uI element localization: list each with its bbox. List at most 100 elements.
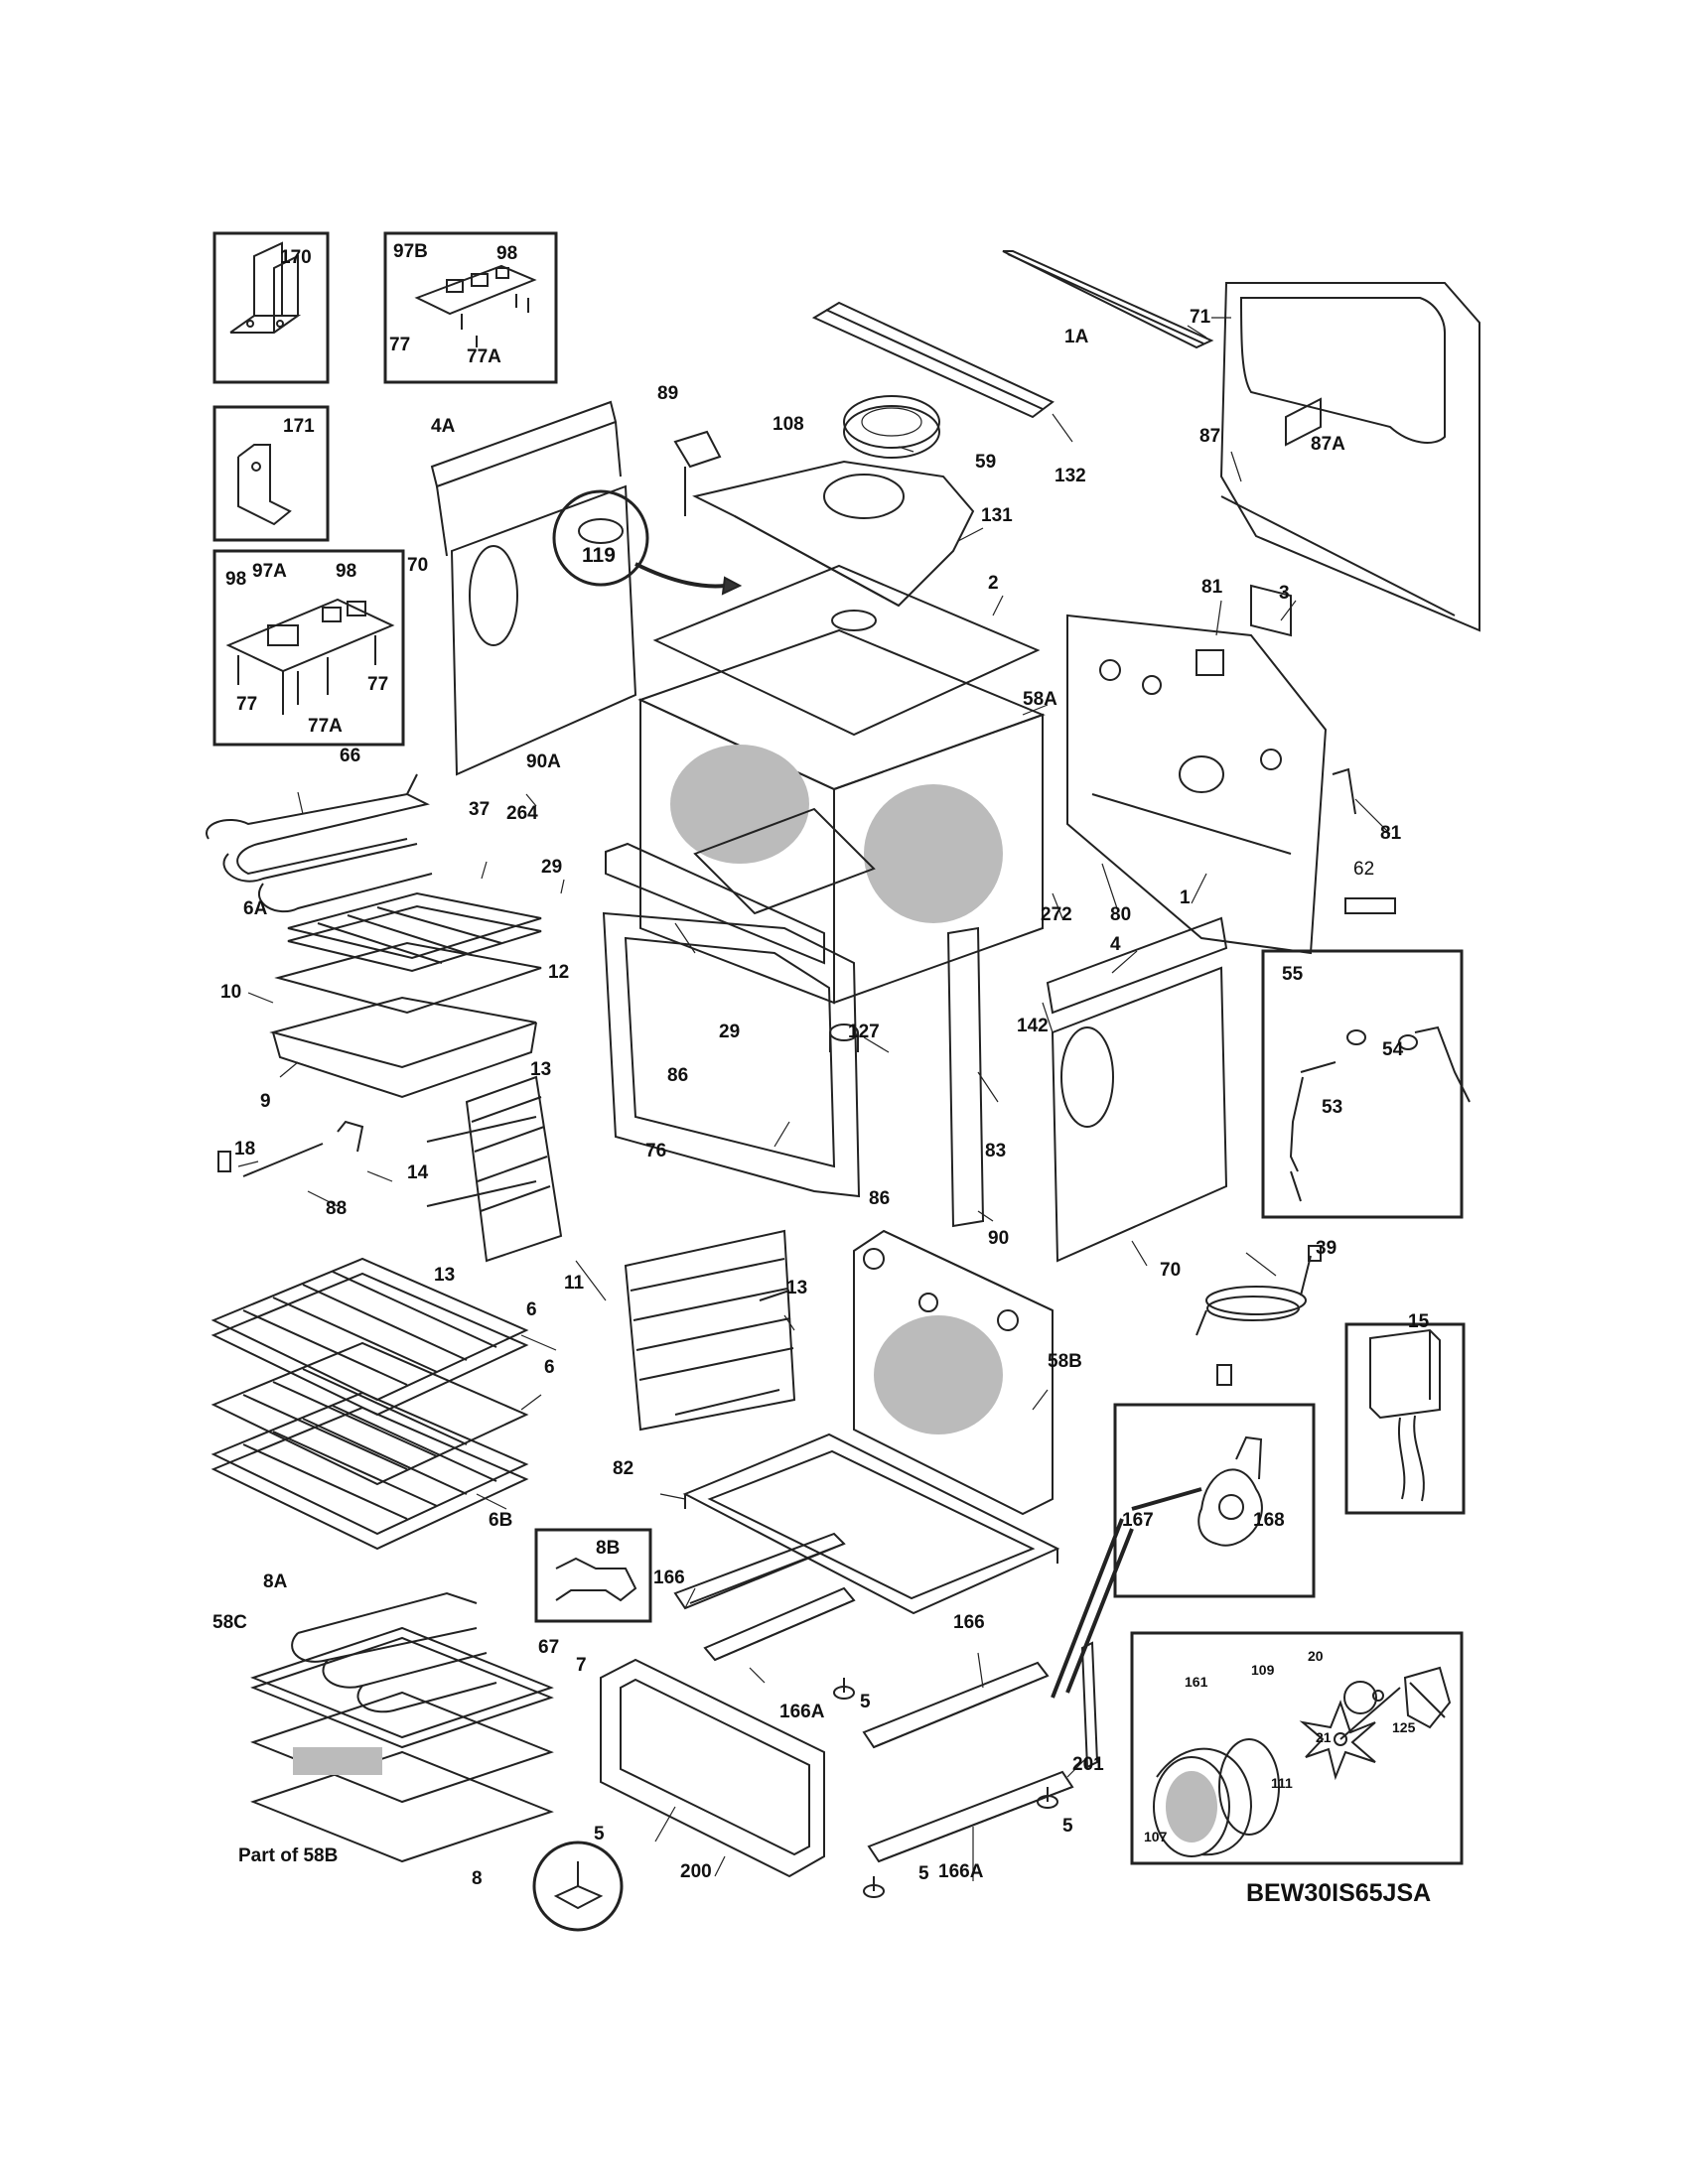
label-part-58a: 58A <box>1023 689 1057 710</box>
inset-box-8b <box>534 1528 652 1623</box>
thermostat-119 <box>552 489 743 596</box>
label-part-119: 119 <box>582 544 616 567</box>
broil-element-8a <box>291 1591 497 1713</box>
oven-rack-6b <box>211 1391 529 1551</box>
label-part-5: 5 <box>594 1824 605 1844</box>
label-part-166a: 166A <box>938 1861 984 1882</box>
side-panel-90 <box>946 926 985 1228</box>
label-part-80: 80 <box>1110 904 1132 925</box>
label-part-167: 167 <box>1122 1510 1154 1531</box>
slide-rail-166a-center <box>703 1586 856 1662</box>
label-part-166: 166 <box>953 1612 985 1633</box>
label-part-37: 37 <box>469 799 491 820</box>
rack-guides-11 <box>465 1075 796 1432</box>
bracket-81 <box>1332 767 1356 815</box>
label-part-77: 77 <box>236 694 258 715</box>
label-part-76: 76 <box>645 1141 667 1161</box>
label-part-1: 1 <box>1180 887 1191 908</box>
label-part-70: 70 <box>407 555 429 576</box>
label-part-13: 13 <box>434 1265 456 1286</box>
leader-line-latch <box>1051 1518 1134 1699</box>
label-part-4a: 4A <box>431 416 456 437</box>
leveling-legs-5 <box>532 1678 1058 1932</box>
inset-box-170 <box>212 231 330 384</box>
label-part-2: 2 <box>988 573 999 594</box>
label-part-6b: 6B <box>489 1510 513 1531</box>
label-part-89: 89 <box>657 383 679 404</box>
label-part-77a: 77A <box>467 346 501 367</box>
label-part-58c: 58C <box>212 1612 247 1633</box>
label-part-200: 200 <box>680 1861 712 1882</box>
label-part-58b: 58B <box>1048 1351 1082 1372</box>
side-panel-4-70-right <box>1046 916 1228 1263</box>
label-part-14: 14 <box>407 1162 429 1183</box>
label-part-111: 111 <box>1271 1775 1293 1791</box>
side-panel-70-left <box>450 484 637 776</box>
inset-box-convection-fan <box>1130 1631 1464 1865</box>
label-part-54: 54 <box>1382 1039 1404 1060</box>
drawer-frame-200 <box>600 1658 825 1878</box>
label-part-168: 168 <box>1253 1510 1285 1531</box>
oven-rack-6-upper <box>211 1257 529 1417</box>
label-part-77: 77 <box>389 335 411 355</box>
inset-box-171 <box>212 405 330 542</box>
label-part-10: 10 <box>220 982 242 1003</box>
label-part-20: 20 <box>1308 1648 1324 1664</box>
label-part-98: 98 <box>225 569 247 590</box>
label-part-142: 142 <box>1017 1016 1049 1036</box>
label-part-5: 5 <box>1062 1816 1073 1837</box>
rod-88-clip-14 <box>217 1120 364 1177</box>
label-part-6: 6 <box>526 1299 537 1320</box>
bracket-89 <box>673 430 722 516</box>
label-part-171: 171 <box>283 416 315 437</box>
label-part-166: 166 <box>653 1568 685 1588</box>
inset-box-sensor-53-54 <box>1261 949 1471 1219</box>
label-part-7: 7 <box>576 1655 587 1676</box>
insulation-58c-7-8 <box>250 1626 554 1863</box>
label-part-29: 29 <box>719 1022 741 1042</box>
label-part-70: 70 <box>1160 1260 1182 1281</box>
label-part-4: 4 <box>1110 934 1121 955</box>
model-number: BEW30IS65JSA <box>1246 1879 1432 1907</box>
label-part-97b: 97B <box>393 241 428 262</box>
panel-4a <box>430 400 622 557</box>
channel-132 <box>811 301 1055 419</box>
rail-1a <box>1002 250 1214 349</box>
label-part-part-of-58b: Part of 58B <box>238 1845 339 1866</box>
label-part-77: 77 <box>367 674 389 695</box>
label-part-29: 29 <box>541 857 563 878</box>
inset-box-latch-167-168 <box>1113 1403 1316 1598</box>
label-part-201: 201 <box>1072 1754 1104 1775</box>
oven-bottom-58b <box>853 1229 1054 1516</box>
label-part-66: 66 <box>340 746 361 766</box>
label-part-108: 108 <box>773 414 804 435</box>
label-part-132: 132 <box>1055 466 1086 486</box>
label-part-81: 81 <box>1201 577 1223 598</box>
label-part-98: 98 <box>336 561 357 582</box>
door-frame-76 <box>602 911 861 1198</box>
slide-rail-166a-bottom <box>867 1770 1074 1863</box>
label-part-90a: 90A <box>526 751 561 772</box>
label-part-125: 125 <box>1392 1719 1416 1735</box>
label-part-81: 81 <box>1380 823 1402 844</box>
slide-rail-166-left <box>673 1532 846 1610</box>
frame-264 <box>605 842 825 965</box>
label-part-82: 82 <box>613 1458 634 1479</box>
label-part-11: 11 <box>564 1273 585 1294</box>
label-part-170: 170 <box>280 247 312 268</box>
label-part-6a: 6A <box>243 898 268 919</box>
label-part-18: 18 <box>234 1139 256 1160</box>
label-part-86: 86 <box>667 1065 689 1086</box>
label-part-109: 109 <box>1251 1662 1275 1678</box>
label-part-83: 83 <box>985 1141 1007 1161</box>
label-part-87a: 87A <box>1311 434 1345 455</box>
oven-cavity-58a <box>637 628 1046 1005</box>
label-part-8a: 8A <box>263 1571 288 1592</box>
label-part-5: 5 <box>918 1863 929 1884</box>
label-part-5: 5 <box>860 1692 871 1712</box>
label-part-6: 6 <box>544 1357 555 1378</box>
label-part-264: 264 <box>506 803 538 824</box>
label-part-13: 13 <box>530 1059 552 1080</box>
base-frame-82 <box>682 1433 1060 1615</box>
